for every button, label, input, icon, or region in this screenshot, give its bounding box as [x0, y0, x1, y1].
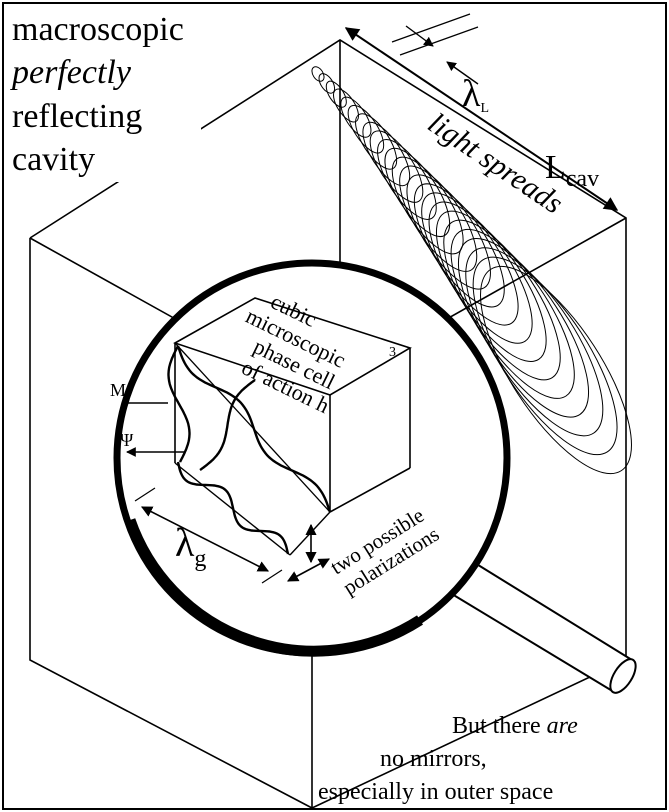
light-loop	[480, 265, 632, 475]
bottom-note: But there are no mirrors, especially in …	[318, 713, 578, 805]
polarization-arrow-diagonal	[287, 558, 330, 582]
note-line-3: especially in outer space	[318, 779, 553, 805]
magnifier-rim-shadow	[124, 518, 423, 657]
L-cav-arrow	[344, 27, 619, 211]
M-label: M	[110, 380, 126, 400]
caption-line-3: reflecting	[12, 98, 142, 135]
cavity-outer-left	[29, 238, 313, 809]
caption-line-1: macroscopic	[12, 11, 184, 48]
light-loop	[311, 66, 325, 82]
wave-diagonal	[176, 345, 332, 513]
light-loop	[318, 73, 336, 94]
psi-label: Ψ	[120, 430, 134, 450]
note-line-1: But there are	[452, 713, 578, 739]
cell-exponent: 3	[389, 345, 396, 360]
caption-line-4: cavity	[12, 141, 95, 178]
lambda-g-arrow	[141, 506, 269, 572]
caption-line-2: perfectly	[10, 54, 132, 91]
lens-content	[117, 297, 412, 584]
note-line-2: no mirrors,	[380, 746, 487, 772]
wave-inner	[199, 379, 256, 471]
wave-left-edge	[167, 345, 191, 463]
lambda-g-label: λg	[175, 520, 206, 572]
caption: macroscopic perfectly reflecting cavity	[6, 6, 201, 182]
L-cav-label: Lcav	[545, 149, 599, 192]
